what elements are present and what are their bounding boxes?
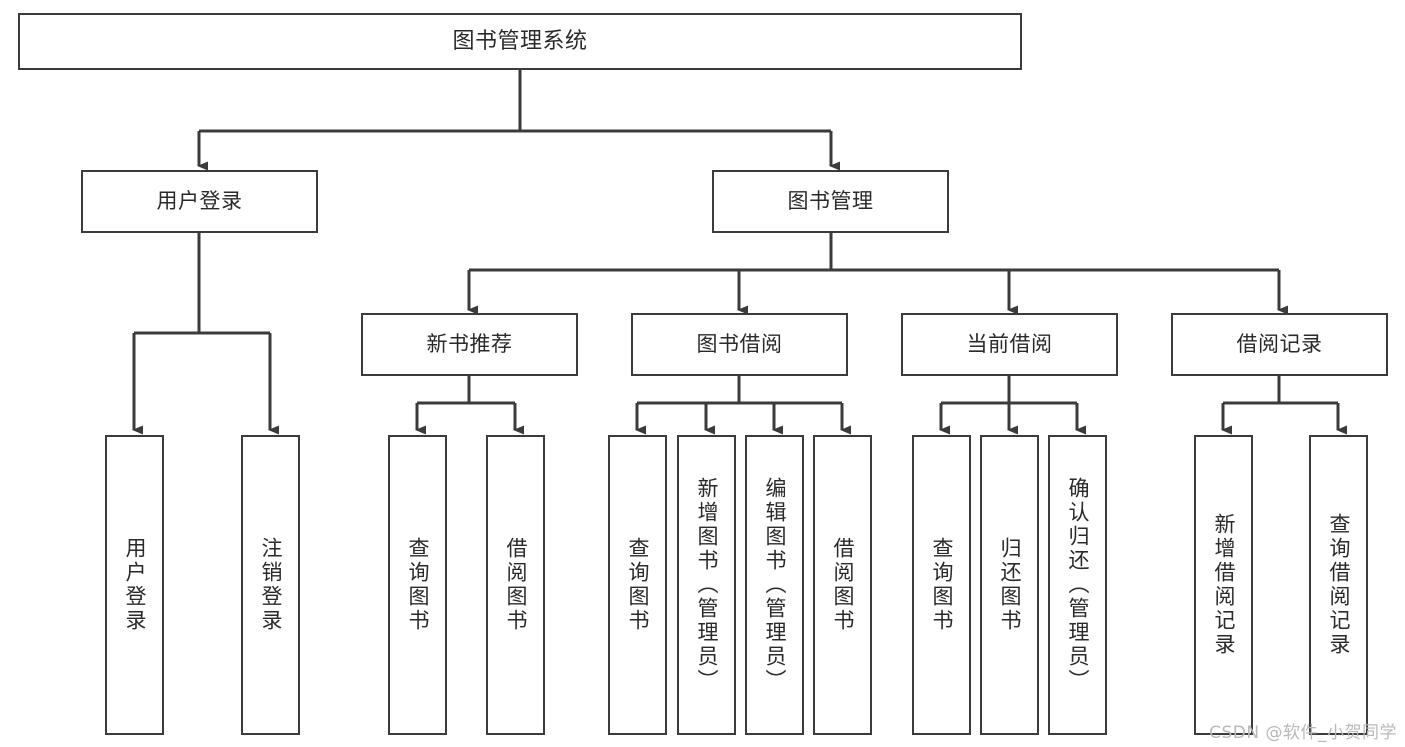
node-current-borrow[interactable]: 当前借阅 [901,313,1118,376]
node-current-borrow-label: 当前借阅 [966,332,1053,357]
node-leaf-query-book-3-label: 查询图书 [930,537,954,633]
node-leaf-add-record[interactable]: 新增借阅记录 [1194,435,1253,735]
node-leaf-logout-label: 注销登录 [259,537,283,633]
csdn-watermark: CSDN @软件_小贺同学 [1209,723,1397,743]
node-leaf-edit-book[interactable]: 编辑图书（管理员） [745,435,804,735]
node-leaf-user-login-label: 用户登录 [123,537,147,633]
node-new-book-recommend[interactable]: 新书推荐 [361,313,578,376]
node-book-manage[interactable]: 图书管理 [712,170,949,233]
node-leaf-query-book-1[interactable]: 查询图书 [388,435,447,735]
node-leaf-return-book-label: 归还图书 [998,537,1022,633]
node-root[interactable]: 图书管理系统 [18,13,1022,70]
node-book-borrow-label: 图书借阅 [696,332,783,357]
node-book-manage-label: 图书管理 [787,189,874,214]
node-leaf-add-book-label: 新增图书（管理员） [695,477,719,693]
node-leaf-query-record-label: 查询借阅记录 [1327,513,1351,657]
node-leaf-confirm-return[interactable]: 确认归还（管理员） [1048,435,1107,735]
node-leaf-borrow-book-2-label: 借阅图书 [831,537,855,633]
node-leaf-add-record-label: 新增借阅记录 [1212,513,1236,657]
node-book-borrow[interactable]: 图书借阅 [631,313,848,376]
node-leaf-query-record[interactable]: 查询借阅记录 [1309,435,1368,735]
node-new-book-recommend-label: 新书推荐 [426,332,513,357]
node-leaf-return-book[interactable]: 归还图书 [980,435,1039,735]
node-leaf-query-book-2-label: 查询图书 [626,537,650,633]
node-root-label: 图书管理系统 [452,28,588,54]
node-leaf-confirm-return-label: 确认归还（管理员） [1066,477,1090,693]
node-leaf-query-book-3[interactable]: 查询图书 [912,435,971,735]
node-user-login[interactable]: 用户登录 [81,170,318,233]
node-leaf-user-login[interactable]: 用户登录 [105,435,164,735]
node-leaf-edit-book-label: 编辑图书（管理员） [763,477,787,693]
node-leaf-logout[interactable]: 注销登录 [241,435,300,735]
node-leaf-borrow-book-1[interactable]: 借阅图书 [486,435,545,735]
node-borrow-record-label: 借阅记录 [1236,332,1323,357]
node-borrow-record[interactable]: 借阅记录 [1171,313,1388,376]
node-user-login-label: 用户登录 [156,189,243,214]
node-leaf-query-book-1-label: 查询图书 [406,537,430,633]
node-leaf-query-book-2[interactable]: 查询图书 [608,435,667,735]
node-leaf-borrow-book-1-label: 借阅图书 [504,537,528,633]
node-leaf-borrow-book-2[interactable]: 借阅图书 [813,435,872,735]
node-leaf-add-book[interactable]: 新增图书（管理员） [677,435,736,735]
